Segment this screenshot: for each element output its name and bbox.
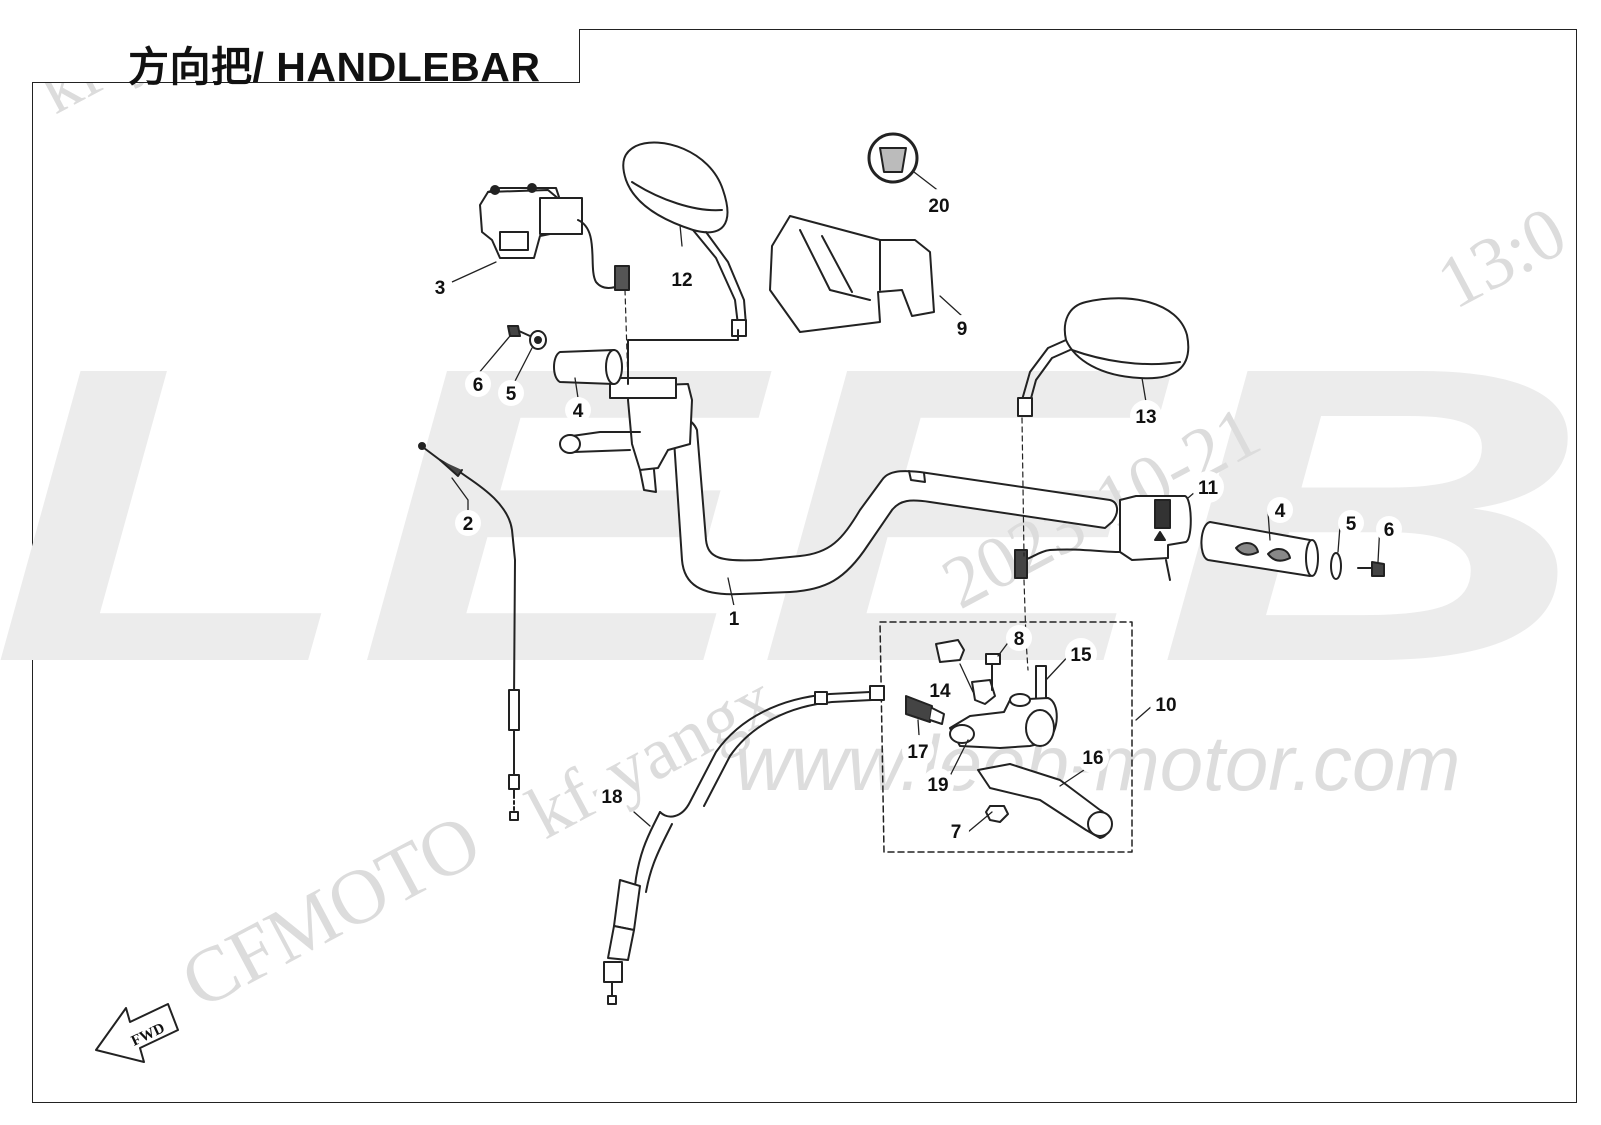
part-18-clutch-cable bbox=[603, 685, 885, 1005]
part-6-right-bolt bbox=[1357, 561, 1385, 577]
part-12-left-mirror bbox=[622, 141, 747, 337]
svg-text:3: 3 bbox=[435, 278, 446, 299]
part-5-left-washer bbox=[529, 330, 547, 350]
svg-text:1: 1 bbox=[729, 609, 740, 630]
part-5-right-washer bbox=[1330, 552, 1342, 580]
fwd-arrow-icon: FWD bbox=[95, 1003, 179, 1063]
part-10-clutch-assembly-box bbox=[879, 621, 1133, 853]
callout-6-left: 6 bbox=[465, 371, 491, 397]
diagram-frame bbox=[32, 29, 1577, 1103]
part-14-bracket bbox=[935, 639, 996, 705]
page-title: 方向把/ HANDLEBAR bbox=[128, 44, 541, 90]
callout-1: 1 bbox=[721, 605, 747, 631]
callout-4-right: 4 bbox=[1267, 497, 1293, 523]
callout-6-right: 6 bbox=[1376, 516, 1402, 542]
callout-15: 15 bbox=[1065, 638, 1097, 670]
part-11-right-switch bbox=[1014, 495, 1192, 581]
part-2-throttle-cable bbox=[418, 442, 520, 821]
svg-text:18: 18 bbox=[601, 787, 622, 808]
callout-11: 11 bbox=[1192, 471, 1224, 503]
svg-text:12: 12 bbox=[671, 270, 692, 291]
callout-9: 9 bbox=[949, 315, 975, 341]
callout-5-left: 5 bbox=[498, 380, 524, 406]
svg-text:10: 10 bbox=[1155, 695, 1176, 716]
svg-text:9: 9 bbox=[957, 319, 968, 340]
callout-12: 12 bbox=[666, 263, 698, 295]
svg-text:15: 15 bbox=[1070, 645, 1092, 666]
callout-10: 10 bbox=[1150, 688, 1182, 720]
part-13-right-mirror bbox=[1017, 297, 1190, 417]
part-4-left-grip bbox=[553, 349, 623, 385]
part-left-master-cylinder bbox=[559, 329, 739, 493]
svg-text:16: 16 bbox=[1082, 748, 1103, 769]
callout-18: 18 bbox=[596, 780, 628, 812]
title-box: 方向把/ HANDLEBAR bbox=[32, 29, 580, 90]
callout-8: 8 bbox=[1006, 625, 1032, 651]
svg-text:13: 13 bbox=[1135, 407, 1156, 428]
callout-4-left: 4 bbox=[565, 397, 591, 423]
svg-text:11: 11 bbox=[1198, 478, 1219, 499]
svg-text:7: 7 bbox=[951, 822, 962, 843]
svg-text:8: 8 bbox=[1014, 629, 1025, 650]
svg-text:4: 4 bbox=[573, 401, 584, 422]
part-clutch-perch bbox=[949, 693, 1058, 749]
callout-7: 7 bbox=[943, 818, 969, 844]
part-3-brake-switch bbox=[479, 183, 630, 291]
part-6-left-bolt bbox=[507, 325, 531, 337]
svg-text:19: 19 bbox=[927, 775, 948, 796]
callout-3: 3 bbox=[427, 274, 453, 300]
svg-text:20: 20 bbox=[928, 196, 949, 217]
callout-19: 19 bbox=[922, 768, 954, 800]
callout-20: 20 bbox=[923, 189, 955, 221]
svg-text:5: 5 bbox=[506, 384, 517, 405]
watermark-maker: CFMOTO bbox=[167, 796, 494, 1025]
part-9-hand-guard bbox=[769, 215, 935, 333]
part-17-switch bbox=[905, 695, 945, 725]
callout-16: 16 bbox=[1077, 741, 1109, 773]
part-4-right-grip bbox=[1200, 521, 1319, 577]
handlebar-tube bbox=[667, 415, 1118, 596]
part-8-bolt bbox=[985, 653, 1001, 691]
callout-17: 17 bbox=[902, 735, 934, 767]
svg-text:17: 17 bbox=[907, 742, 928, 763]
svg-text:2: 2 bbox=[463, 514, 474, 535]
svg-text:5: 5 bbox=[1346, 514, 1357, 535]
svg-text:6: 6 bbox=[1384, 520, 1395, 541]
watermark-brand: LEEB bbox=[0, 281, 1590, 750]
svg-text:4: 4 bbox=[1275, 501, 1286, 522]
callout-5-right: 5 bbox=[1338, 510, 1364, 536]
part-20-emblem bbox=[867, 132, 919, 184]
callout-2: 2 bbox=[455, 510, 481, 536]
callout-13: 13 bbox=[1130, 400, 1162, 432]
part-7-nut bbox=[985, 805, 1009, 823]
part-15-pin bbox=[1035, 665, 1047, 703]
svg-text:14: 14 bbox=[929, 681, 951, 702]
part-19-adjuster bbox=[949, 724, 975, 744]
callout-labels: 1 2 3 4 4 5 5 6 6 7 8 9 10 11 12 13 14 1… bbox=[427, 189, 1402, 844]
part-16-clutch-lever bbox=[977, 763, 1113, 839]
svg-text:6: 6 bbox=[473, 375, 484, 396]
callout-14: 14 bbox=[924, 674, 956, 706]
